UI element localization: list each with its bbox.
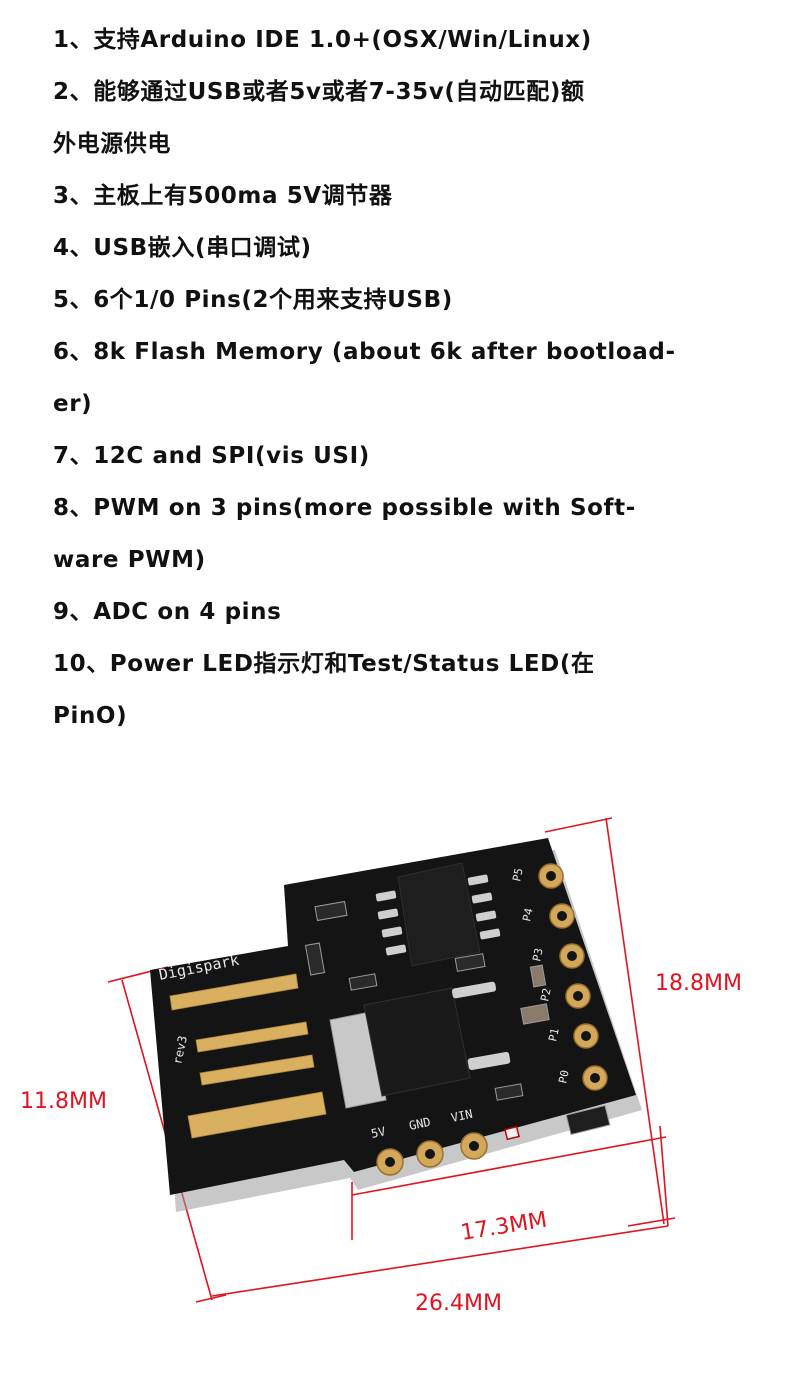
board-figure: Digispark rev3	[0, 780, 790, 1340]
board-revision-label: rev3	[170, 1034, 190, 1065]
mcu-chip	[375, 862, 501, 967]
feature-line: 9、ADC on 4 pins	[53, 599, 282, 625]
feature-line: ware PWM)	[53, 547, 206, 573]
pin-label-p2: P2	[538, 987, 553, 1003]
dimension-width-body: 17.3MM	[459, 1208, 549, 1246]
feature-line: er)	[53, 391, 93, 417]
dim-line-bottom-inner	[351, 1136, 667, 1196]
smd-components	[304, 900, 611, 1136]
pin-label-gnd: GND	[408, 1115, 432, 1133]
pin-label-p4: P4	[520, 907, 536, 923]
feature-line: 1、支持Arduino IDE 1.0+(OSX/Win/Linux)	[53, 27, 592, 53]
dim-line-bottom-outer	[211, 1225, 669, 1297]
usb-contact	[187, 1091, 327, 1139]
dimension-height-usb: 11.8MM	[20, 1089, 107, 1114]
feature-line: 8、PWM on 3 pins(more possible with Soft-	[53, 495, 636, 521]
feature-line: 6、8k Flash Memory (about 6k after bootlo…	[53, 339, 676, 365]
io-header	[538, 863, 608, 1091]
pin-label-5v: 5V	[370, 1124, 387, 1141]
status-led	[504, 1125, 520, 1141]
feature-line: 10、Power LED指示灯和Test/Status LED(在	[53, 651, 595, 677]
dim-tick	[659, 1125, 669, 1227]
feature-line: 4、USB嵌入(串口调试)	[53, 235, 312, 261]
board-diagram: Digispark rev3	[20, 817, 742, 1316]
usb-contact	[199, 1054, 315, 1086]
usb-contact	[195, 1021, 309, 1053]
pin-label-p5: P5	[510, 867, 525, 883]
pin-label-p0: P0	[556, 1069, 571, 1085]
dim-line-right	[605, 817, 665, 1225]
usb-contacts	[169, 973, 327, 1139]
pin-label-p1: P1	[546, 1027, 561, 1043]
dimension-width-full: 26.4MM	[415, 1291, 502, 1316]
feature-line: 5、6个1/0 Pins(2个用来支持USB)	[53, 287, 453, 313]
dimension-height-full: 18.8MM	[655, 971, 742, 996]
dim-tick	[195, 1294, 227, 1303]
voltage-regulator	[329, 981, 511, 1109]
feature-line: 7、12C and SPI(vis USI)	[53, 443, 370, 469]
dim-tick	[544, 817, 613, 833]
feature-line: 外电源供电	[53, 131, 171, 157]
feature-line: PinO)	[53, 703, 128, 729]
pin-label-vin: VIN	[450, 1107, 474, 1125]
feature-line: 3、主板上有500ma 5V调节器	[53, 183, 393, 209]
feature-list: 1、支持Arduino IDE 1.0+(OSX/Win/Linux) 2、能够…	[53, 14, 753, 742]
usb-contact	[169, 973, 299, 1011]
pin-label-p3: P3	[530, 947, 545, 963]
power-header	[376, 1132, 488, 1176]
feature-line: 2、能够通过USB或者5v或者7-35v(自动匹配)额	[53, 79, 585, 105]
